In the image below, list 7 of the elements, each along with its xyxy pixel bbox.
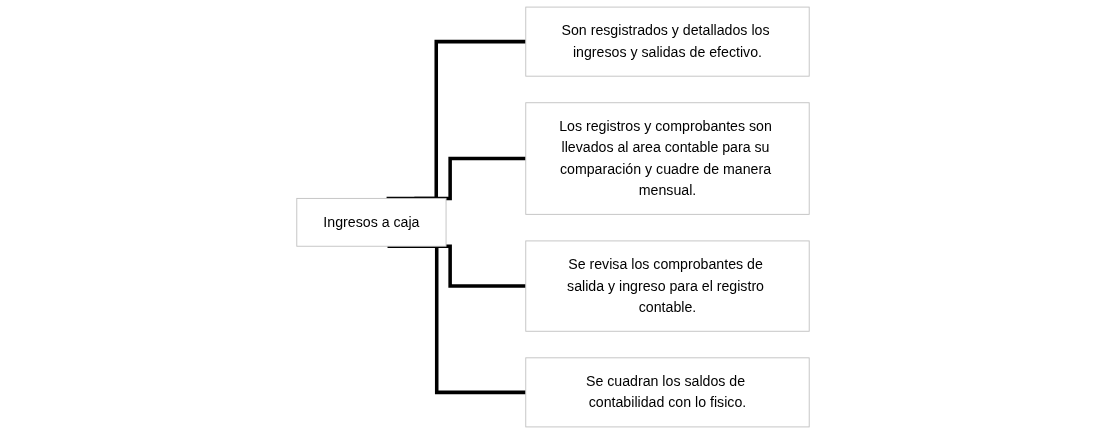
connector [386,39,526,201]
node-box: Ingresos a caja [296,197,447,247]
node-box: Son resgistrados y detallados los ingresos y salidas de efectivo. [525,6,810,77]
connector [414,156,526,201]
node-box: Se cuadran los saldos de contabilidad con lo fisico. [525,357,810,428]
node-box: Se revisa los comprobantes de salida y ingreso para el registro contable. [525,240,810,332]
node-box: Los registros y comprobantes son llevados al area contable para su comparación y cuadre de manera mensual. [525,102,810,215]
